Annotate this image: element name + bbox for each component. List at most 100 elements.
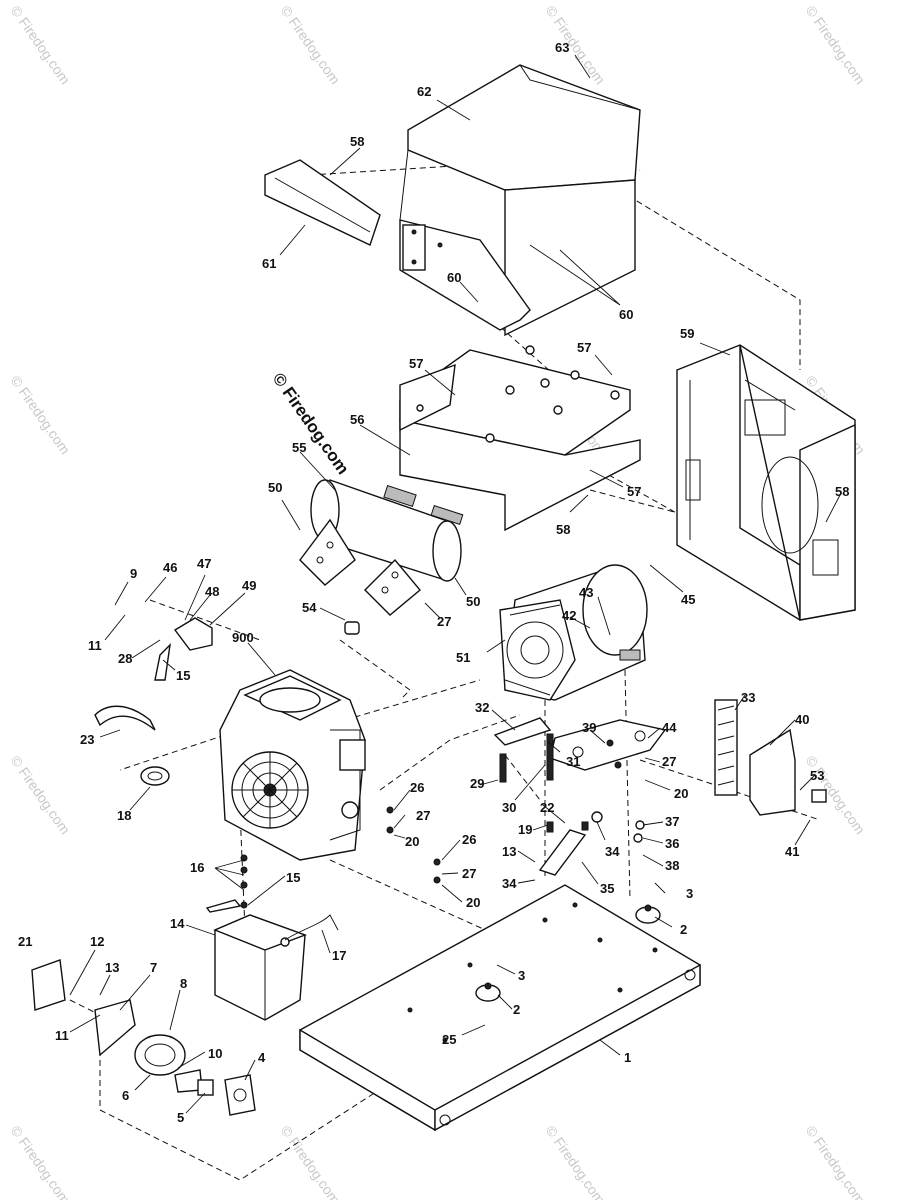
part-label: 13 — [105, 960, 119, 975]
part-label: 20 — [674, 786, 688, 801]
part-label: 50 — [466, 594, 480, 609]
part-label: 4 — [258, 1050, 266, 1065]
part-label: 57 — [577, 340, 591, 355]
exhaust-cover-61 — [264, 159, 381, 246]
part-label: 14 — [170, 916, 185, 931]
part-label: 38 — [665, 858, 679, 873]
part-label: 33 — [741, 690, 755, 705]
part-label: 5 — [177, 1110, 184, 1125]
part-label: 2 — [680, 922, 687, 937]
part-label: 34 — [605, 844, 620, 859]
part-label: 22 — [540, 800, 554, 815]
part-label: 16 — [190, 860, 204, 875]
part-label: 35 — [600, 881, 614, 896]
part-label: 20 — [466, 895, 480, 910]
part-label: 15 — [176, 668, 190, 683]
part-label: 10 — [208, 1046, 222, 1061]
part-label: 39 — [582, 720, 596, 735]
part-label: 43 — [579, 585, 593, 600]
part-label: 21 — [18, 934, 32, 949]
part-label: 48 — [205, 584, 219, 599]
watermark: © Firedog.com — [278, 3, 344, 88]
part-label: 58 — [835, 484, 849, 499]
hardware-parts — [94, 617, 827, 1051]
part-label: 27 — [416, 808, 430, 823]
part-label: 44 — [662, 720, 677, 735]
part-label: 9 — [130, 566, 137, 581]
part-label: 55 — [292, 440, 306, 455]
part-label: 49 — [242, 578, 256, 593]
watermark: © Firedog.com — [8, 373, 74, 458]
part-label: 47 — [197, 556, 211, 571]
roof-panel-assembly — [399, 64, 641, 337]
part-label: 60 — [447, 270, 461, 285]
part-label: 32 — [475, 700, 489, 715]
part-label: 18 — [117, 808, 131, 823]
battery-14 — [213, 914, 339, 1021]
part-label: 42 — [562, 608, 576, 623]
muffler-55 — [299, 479, 464, 616]
watermark: © Firedog.com — [803, 3, 869, 88]
vibration-mount-2 — [475, 904, 661, 1002]
alternator-51 — [499, 564, 648, 701]
part-label: 34 — [502, 876, 517, 891]
brand-watermark: © Firedog.com — [269, 369, 353, 478]
part-label: 15 — [286, 870, 300, 885]
part-labels: 63 62 58 61 60 60 57 59 57 56 55 57 50 5… — [18, 40, 849, 1125]
muffler-box-assembly — [399, 345, 641, 532]
watermark: © Firedog.com — [8, 1123, 74, 1200]
part-label: 62 — [417, 84, 431, 99]
watermark: © Firedog.com — [543, 1123, 609, 1200]
part-label: 40 — [795, 712, 809, 727]
part-label: 19 — [518, 822, 532, 837]
part-label: 45 — [681, 592, 695, 607]
part-label: 56 — [350, 412, 364, 427]
part-label: 2 — [513, 1002, 520, 1017]
part-label: 1 — [624, 1050, 631, 1065]
part-label: 3 — [686, 886, 693, 901]
base-frame-1 — [299, 884, 701, 1132]
fuel-regulator — [31, 959, 256, 1116]
part-label: 25 — [442, 1032, 456, 1047]
part-label: 63 — [555, 40, 569, 55]
part-label: 57 — [409, 356, 423, 371]
part-label: 29 — [470, 776, 484, 791]
side-enclosure-panel-59 — [676, 344, 856, 621]
part-label: 3 — [518, 968, 525, 983]
part-label: 57 — [627, 484, 641, 499]
part-label: 900 — [232, 630, 254, 645]
part-label: 37 — [665, 814, 679, 829]
part-label: 51 — [456, 650, 470, 665]
part-label: 7 — [150, 960, 157, 975]
part-label: 58 — [556, 522, 570, 537]
part-label: 30 — [502, 800, 516, 815]
part-label: 61 — [262, 256, 276, 271]
part-label: 26 — [462, 832, 476, 847]
part-label: 59 — [680, 326, 694, 341]
part-label: 20 — [405, 834, 419, 849]
part-label: 27 — [662, 754, 676, 769]
part-label: 50 — [268, 480, 282, 495]
part-label: 60 — [619, 307, 633, 322]
part-label: 11 — [55, 1028, 69, 1043]
part-label: 26 — [410, 780, 424, 795]
part-label: 27 — [462, 866, 476, 881]
watermark: © Firedog.com — [8, 753, 74, 838]
part-label: 8 — [180, 976, 187, 991]
part-label: 11 — [88, 638, 102, 653]
gasket-54 — [344, 621, 360, 635]
part-label: 36 — [665, 836, 679, 851]
part-label: 54 — [302, 600, 317, 615]
leader-lines — [69, 54, 841, 1114]
part-label: 46 — [163, 560, 177, 575]
watermark: © Firedog.com — [543, 3, 609, 88]
part-label: 41 — [785, 844, 799, 859]
part-label: 53 — [810, 768, 824, 783]
part-label: 28 — [118, 651, 132, 666]
part-label: 27 — [437, 614, 451, 629]
part-label: 31 — [566, 754, 580, 769]
part-label: 6 — [122, 1088, 129, 1103]
part-label: 17 — [332, 948, 346, 963]
part-label: 58 — [350, 134, 364, 149]
